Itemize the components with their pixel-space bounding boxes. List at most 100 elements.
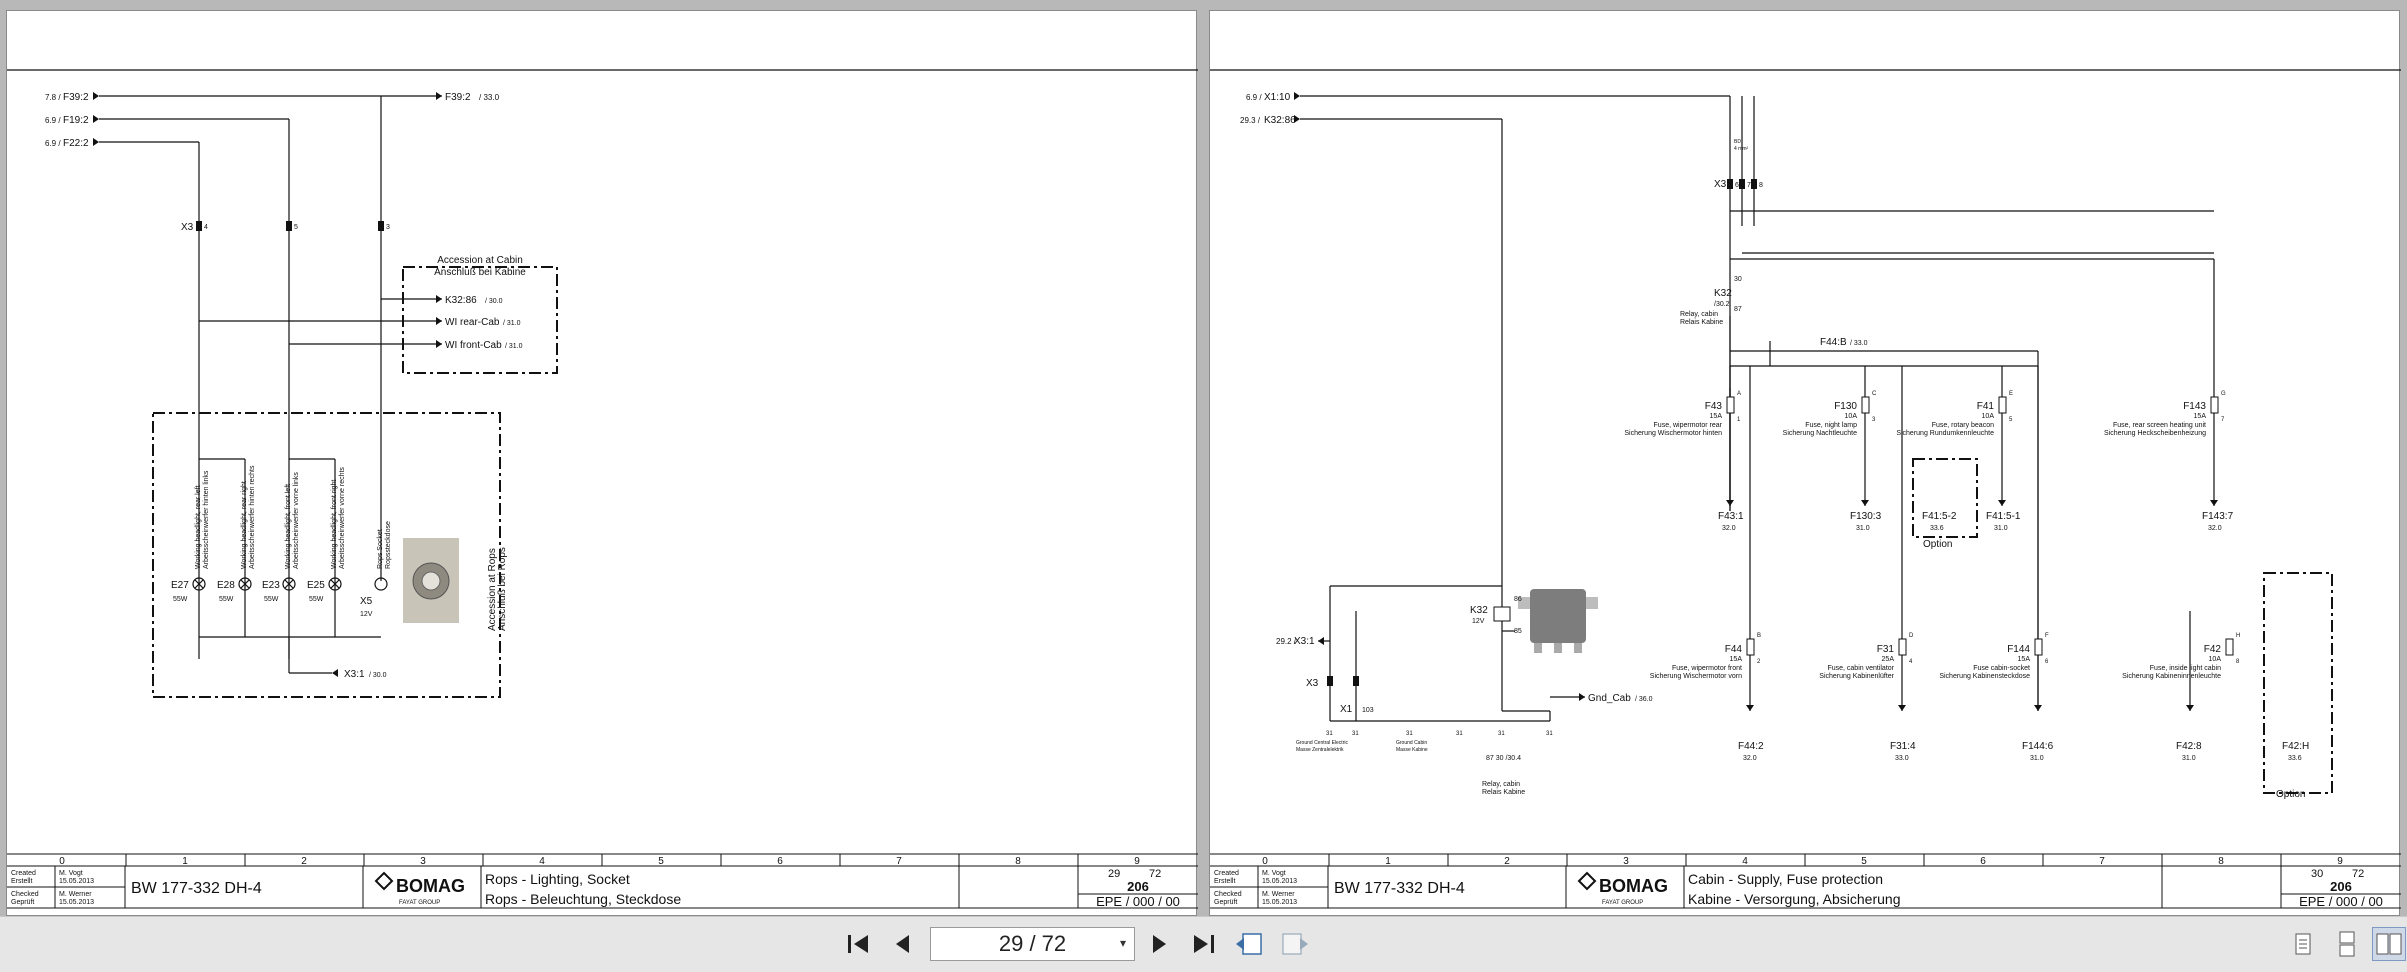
cabin-output-label: K32:86 — [445, 295, 477, 306]
two-page-icon — [2376, 933, 2402, 955]
bomag-logo-text: BOMAG — [1599, 876, 1668, 896]
accession-cabin-title: Accession at Cabin — [437, 255, 523, 266]
contact-ref: 87 30 /30.4 — [1486, 755, 1521, 762]
created-date: 15.05.2013 — [1262, 878, 1297, 885]
fuse-description: Fuse, night lamp — [1805, 422, 1857, 429]
ground-label: Ground Cabin — [1396, 740, 1427, 746]
sheet-title: Rops - Lighting, Socket — [485, 871, 630, 887]
fuse-description-de: Sicherung Kabinensteckdose — [1939, 673, 2030, 680]
accession-rops-label-de: Anschluß bei Rops — [497, 547, 508, 631]
grid-label: 4 — [1742, 856, 1748, 867]
fuse-id: F44 — [1725, 644, 1743, 655]
relay-coil — [1493, 606, 1511, 622]
fuse-output-ref: 33.0 — [1895, 755, 1909, 762]
relay-description-de: Relais Kabine — [1680, 319, 1723, 326]
model-name: BW 177-332 DH-4 — [1334, 880, 1465, 897]
lamp-id: E23 — [262, 580, 280, 591]
signal-label: F22:2 — [63, 138, 89, 149]
lamp-description: Working headlight, front right — [331, 480, 338, 569]
page-number-field[interactable]: 29 / 72 ▾ — [930, 927, 1135, 961]
connector-pin: 7 — [1747, 182, 1751, 189]
fuse-description: Fuse cabin-socket — [1973, 665, 2030, 672]
fuse-pin-no: 6 — [2045, 659, 2049, 665]
signal-ref: 6.9 / — [1246, 93, 1262, 102]
fuse-pin: C — [1872, 391, 1877, 397]
cabin-output-label: WI rear-Cab — [445, 317, 500, 328]
schematic-page-30: 6.9 / X1:10 29.3 / K32:86 X3 6 7 8 BD 4 … — [1209, 10, 2401, 916]
sheet-total: 72 — [1149, 868, 1161, 880]
forward-button[interactable] — [1278, 927, 1312, 961]
created-label-de: Erstellt — [11, 878, 32, 885]
fuse-output: F31:4 — [1890, 741, 1916, 752]
socket-description: Rops Socket — [377, 529, 384, 569]
fuse-id: F42 — [2204, 644, 2222, 655]
fuse-pin-no: 5 — [2009, 417, 2013, 423]
fuse-id: F31 — [1877, 644, 1895, 655]
grid-label: 6 — [777, 856, 783, 867]
created-by: M. Vogt — [59, 870, 83, 877]
fuse-output: F143:7 — [2202, 511, 2234, 522]
fuse-id: F130 — [1834, 401, 1857, 412]
grid-label: 1 — [182, 856, 188, 867]
sheet-title: Cabin - Supply, Fuse protection — [1688, 871, 1883, 887]
fuse-id: F143 — [2183, 401, 2206, 412]
socket-description-de: Ropssteckdose — [385, 521, 392, 569]
signal-label: F39:2 — [63, 92, 89, 103]
two-page-view-button[interactable] — [2372, 927, 2406, 961]
created-label: Created — [1214, 870, 1239, 877]
cabin-output-ref: / 31.0 — [505, 343, 523, 350]
single-page-view-button[interactable] — [2286, 927, 2320, 961]
created-date: 15.05.2013 — [59, 878, 94, 885]
fuse-description: Fuse, cabin ventilator — [1827, 665, 1894, 672]
title-block: 0 1 2 3 4 5 6 7 8 9 Created Erstellt M. … — [1210, 853, 2401, 909]
fuse-output: F43:1 — [1718, 511, 1744, 522]
fuse-output-ref: 32.0 — [2208, 525, 2222, 532]
chevron-down-icon[interactable]: ▾ — [1119, 936, 1126, 950]
fuse-description-de: Sicherung Heckscheibenheizung — [2104, 430, 2206, 437]
bomag-logo-icon — [1577, 871, 1597, 891]
fuse-pin: E — [2009, 391, 2013, 397]
checked-date: 15.05.2013 — [1262, 899, 1297, 906]
signal-ref: 6.9 / — [45, 139, 61, 148]
accession-cabin-title-de: Anschluß bei Kabine — [434, 267, 526, 278]
fuse-description: Fuse, wipermotor front — [1672, 665, 1742, 672]
first-page-icon — [848, 935, 868, 953]
fuse-pin: B — [1757, 633, 1761, 639]
document-number: 206 — [1127, 879, 1149, 894]
socket-volt: 12V — [360, 611, 373, 618]
first-page-button[interactable] — [842, 927, 876, 961]
lamp-id: E28 — [217, 580, 235, 591]
grid-label: 2 — [1504, 856, 1510, 867]
sheet-number: 29 — [1108, 868, 1120, 880]
grid-label: 2 — [301, 856, 307, 867]
output-label: F39:2 — [445, 92, 471, 103]
title-block: 0 1 2 3 4 5 6 7 8 9 Created Erstellt M. … — [7, 853, 1198, 909]
option-label: Option — [1923, 539, 1952, 550]
relay-ref: /30.2 — [1714, 301, 1730, 308]
lamp-id: E25 — [307, 580, 325, 591]
fuse-bus-ref: / 33.0 — [1850, 340, 1868, 347]
socket-id: X5 — [360, 596, 373, 607]
x1-label: X1 — [1340, 704, 1353, 715]
fuse-output: F41:5-1 — [1986, 511, 2021, 522]
x3-input-ref: 29.2 / — [1276, 637, 1297, 646]
signal-ref: 29.3 / — [1240, 116, 1261, 125]
previous-page-button[interactable] — [886, 927, 920, 961]
gnd-ref: / 36.0 — [1635, 696, 1653, 703]
next-page-button[interactable] — [1142, 927, 1176, 961]
fuse-pin: F — [2045, 633, 2049, 639]
relay-coil-pin: 85 — [1514, 628, 1522, 635]
connector-pin: 5 — [294, 224, 298, 231]
sheet-number: 30 — [2311, 868, 2323, 880]
connector-pin: 8 — [1759, 182, 1763, 189]
connector-label: X3 — [1714, 179, 1727, 190]
grid-label: 5 — [1861, 856, 1867, 867]
back-button[interactable] — [1232, 927, 1266, 961]
last-page-button[interactable] — [1186, 927, 1220, 961]
accession-cabin-box — [402, 266, 558, 374]
continuous-view-button[interactable] — [2330, 927, 2364, 961]
fuse-description: Fuse, inside light cabin — [2150, 665, 2221, 672]
signal-ref: 7.8 / — [45, 93, 61, 102]
continuous-page-icon — [2339, 931, 2355, 957]
ground-label-de: Masse Kabine — [1396, 747, 1428, 753]
